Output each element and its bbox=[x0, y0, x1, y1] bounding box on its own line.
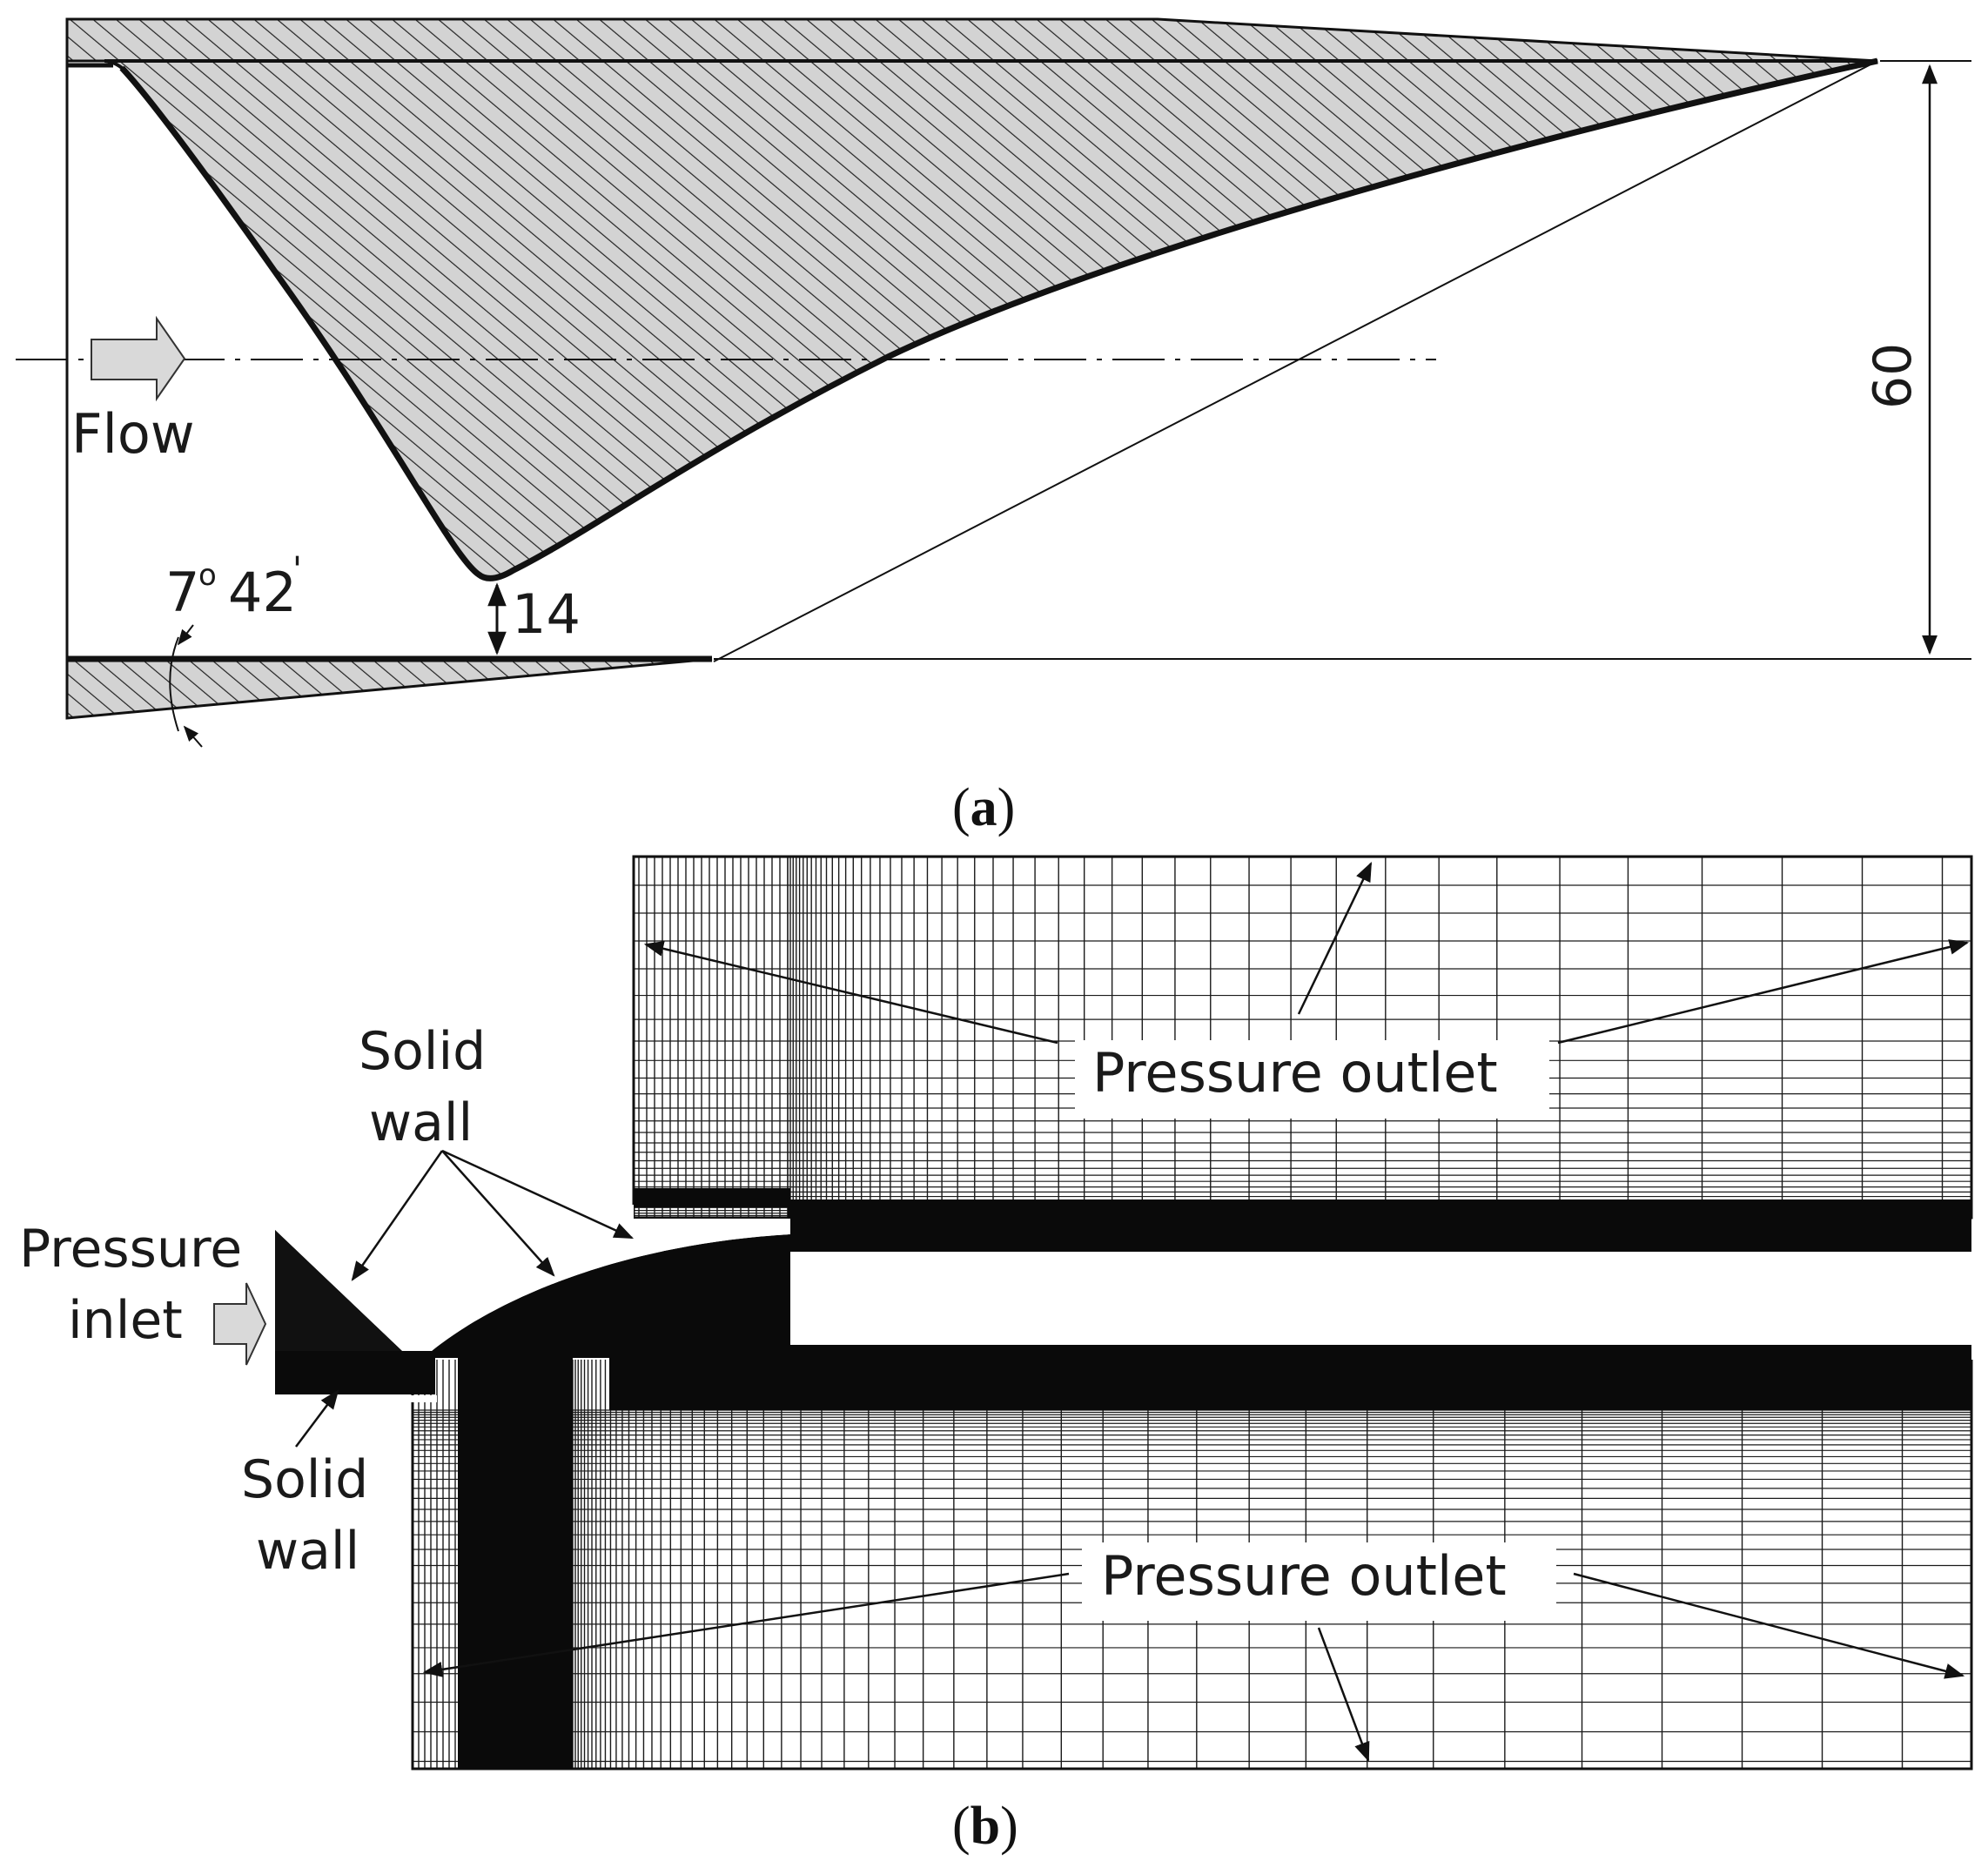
angle-arrow-upper bbox=[177, 624, 194, 646]
caption-b-open: ( bbox=[952, 1797, 970, 1856]
upper-wall-section bbox=[65, 17, 1878, 63]
panel-a: Flow 60 14 7 o 42 ' (a) bbox=[16, 17, 1971, 837]
angle-arc bbox=[169, 636, 179, 732]
angle-minute-mark: ' bbox=[292, 550, 302, 590]
caption-a-letter: a bbox=[970, 778, 997, 837]
center-body-profile bbox=[119, 57, 1878, 581]
wall-top-label-line2: wall bbox=[369, 1092, 473, 1153]
wall-bottom-label-line2: wall bbox=[256, 1521, 359, 1582]
outlet-bottom-label-bg bbox=[1082, 1542, 1556, 1621]
outlet-top-label-bg bbox=[1075, 1040, 1549, 1119]
leader-solid-wall-1 bbox=[351, 1150, 444, 1281]
center-body-solid bbox=[275, 1205, 790, 1351]
wall-top-label-line1: Solid bbox=[359, 1021, 486, 1082]
angle-label-degrees: 7 bbox=[165, 561, 199, 624]
leader-outlet-bottom-down bbox=[1317, 1627, 1370, 1763]
jet-shear-band-upper bbox=[788, 1199, 1971, 1252]
leader-solid-wall-3 bbox=[441, 1149, 635, 1240]
wall-jet-band bbox=[458, 1358, 573, 1769]
angle-label-minutes: 42 bbox=[228, 561, 297, 624]
leader-outlet-top-up bbox=[1297, 861, 1373, 1015]
center-body-section bbox=[104, 59, 1878, 581]
caption-b: (b) bbox=[952, 1797, 1018, 1856]
caption-b-letter: b bbox=[970, 1797, 1000, 1856]
wall-bottom-label-line1: Solid bbox=[241, 1449, 368, 1510]
dimension-60-label: 60 bbox=[1863, 343, 1924, 409]
inlet-label-line1: Pressure bbox=[19, 1219, 242, 1280]
flow-label: Flow bbox=[71, 402, 195, 466]
construction-line bbox=[713, 60, 1878, 662]
caption-a: (a) bbox=[952, 778, 1015, 837]
panel-b: Pressure inlet Solid wall Solid wall Pre… bbox=[19, 855, 1973, 1856]
leader-lines bbox=[295, 861, 1970, 1763]
upper-lip-band bbox=[634, 1188, 790, 1207]
flow-arrow-icon bbox=[91, 315, 186, 402]
lower-domain-frame bbox=[411, 1360, 1973, 1771]
leader-solid-wall-2 bbox=[441, 1150, 555, 1277]
caption-b-close: ) bbox=[1000, 1797, 1018, 1856]
inlet-arrow-icon bbox=[213, 1282, 267, 1366]
leader-solid-wall-bottom bbox=[295, 1389, 339, 1448]
upper-domain-frame bbox=[632, 855, 1973, 1220]
leader-outlet-bottom-left bbox=[422, 1572, 1070, 1677]
dimension-14-label: 14 bbox=[512, 582, 581, 646]
leader-outlet-top-right bbox=[1557, 939, 1970, 1045]
lower-lip-section bbox=[65, 657, 713, 720]
angle-arrow-lower bbox=[183, 725, 203, 748]
mesh-upper-region bbox=[634, 857, 1971, 1218]
inlet-label-line2: inlet bbox=[68, 1290, 183, 1351]
outlet-top-label: Pressure outlet bbox=[1092, 1041, 1498, 1105]
nozzle-flow-region bbox=[275, 1230, 790, 1394]
caption-a-close: ) bbox=[997, 778, 1016, 837]
caption-a-open: ( bbox=[952, 778, 970, 837]
jet-shear-band-lower bbox=[609, 1345, 1971, 1410]
leader-outlet-top-left bbox=[643, 940, 1058, 1045]
leader-outlet-bottom-right bbox=[1573, 1572, 1965, 1679]
outlet-bottom-label: Pressure outlet bbox=[1101, 1544, 1507, 1608]
lower-lip-solid bbox=[409, 1395, 437, 1402]
inlet-wedge bbox=[275, 1230, 402, 1351]
angle-degree-mark: o bbox=[198, 558, 217, 593]
